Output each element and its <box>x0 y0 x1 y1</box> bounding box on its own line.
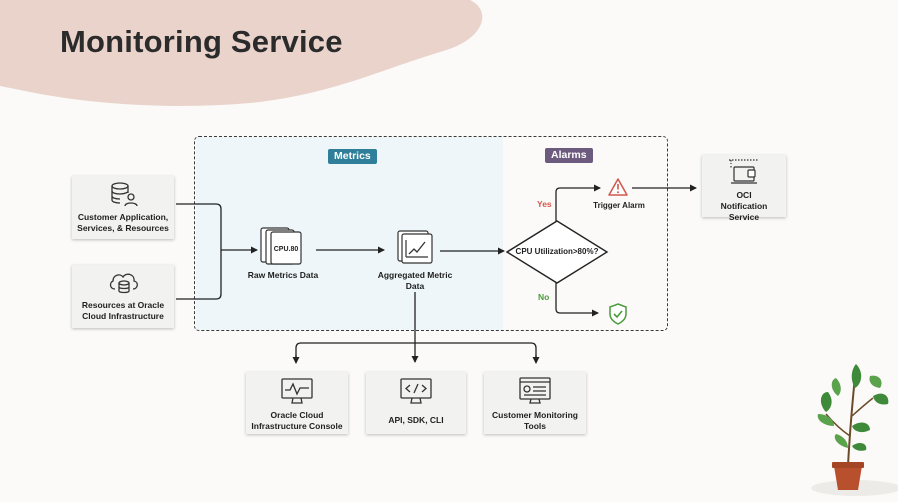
yes-branch-label: Yes <box>537 199 552 209</box>
shield-check-icon <box>609 303 627 325</box>
raw-metrics-icon-text: CPU.80 <box>274 246 299 253</box>
page-title: Monitoring Service <box>60 24 343 59</box>
trigger-alarm-label: Trigger Alarm <box>593 201 645 210</box>
source-card-oci-resources: Resources at Oracle Cloud Infrastructure <box>72 265 174 328</box>
cloud-database-icon <box>109 273 138 294</box>
console-monitor-icon <box>281 378 313 404</box>
monitoring-boundary <box>194 136 668 331</box>
source-label-customer-application: Customer Application, Services, & Resour… <box>77 212 169 233</box>
database-user-icon <box>111 182 138 207</box>
decision-diamond <box>505 220 609 284</box>
raw-metrics-label: Raw Metrics Data <box>247 270 319 280</box>
oci-notification-service-card: OCI Notification Service <box>702 155 786 222</box>
consumer-label-customer-tools: Customer Monitoring Tools <box>492 410 578 431</box>
consumer-label-api-sdk-cli: API, SDK, CLI <box>388 415 444 425</box>
aggregated-metrics-label: Aggregated Metric Data <box>377 270 453 291</box>
code-monitor-icon <box>400 378 432 404</box>
consumer-card-customer-tools: Customer Monitoring Tools <box>484 372 586 434</box>
notification-device-icon <box>729 159 759 184</box>
consumer-label-oci-console: Oracle Cloud Infrastructure Console <box>251 410 343 431</box>
source-card-customer-application: Customer Application, Services, & Resour… <box>72 176 174 239</box>
dashboard-monitor-icon <box>519 377 551 404</box>
metrics-zone <box>196 137 503 330</box>
metrics-badge: Metrics <box>328 149 377 164</box>
notification-service-label: OCI Notification Service <box>720 190 770 222</box>
source-label-oci-resources: Resources at Oracle Cloud Infrastructure <box>81 300 165 321</box>
warning-triangle-icon <box>608 178 628 196</box>
raw-metrics-documents-icon: CPU.80 <box>260 227 302 265</box>
decision-label: CPU Utilization>80%? <box>515 247 599 256</box>
consumer-card-api-sdk-cli: API, SDK, CLI <box>366 372 466 434</box>
alarms-badge: Alarms <box>545 148 593 163</box>
decorative-header-blob <box>0 0 483 106</box>
consumer-card-oci-console: Oracle Cloud Infrastructure Console <box>246 372 348 434</box>
no-branch-label: No <box>538 292 550 302</box>
aggregated-metrics-chart-icon <box>397 230 433 264</box>
decorative-plant <box>811 364 898 496</box>
